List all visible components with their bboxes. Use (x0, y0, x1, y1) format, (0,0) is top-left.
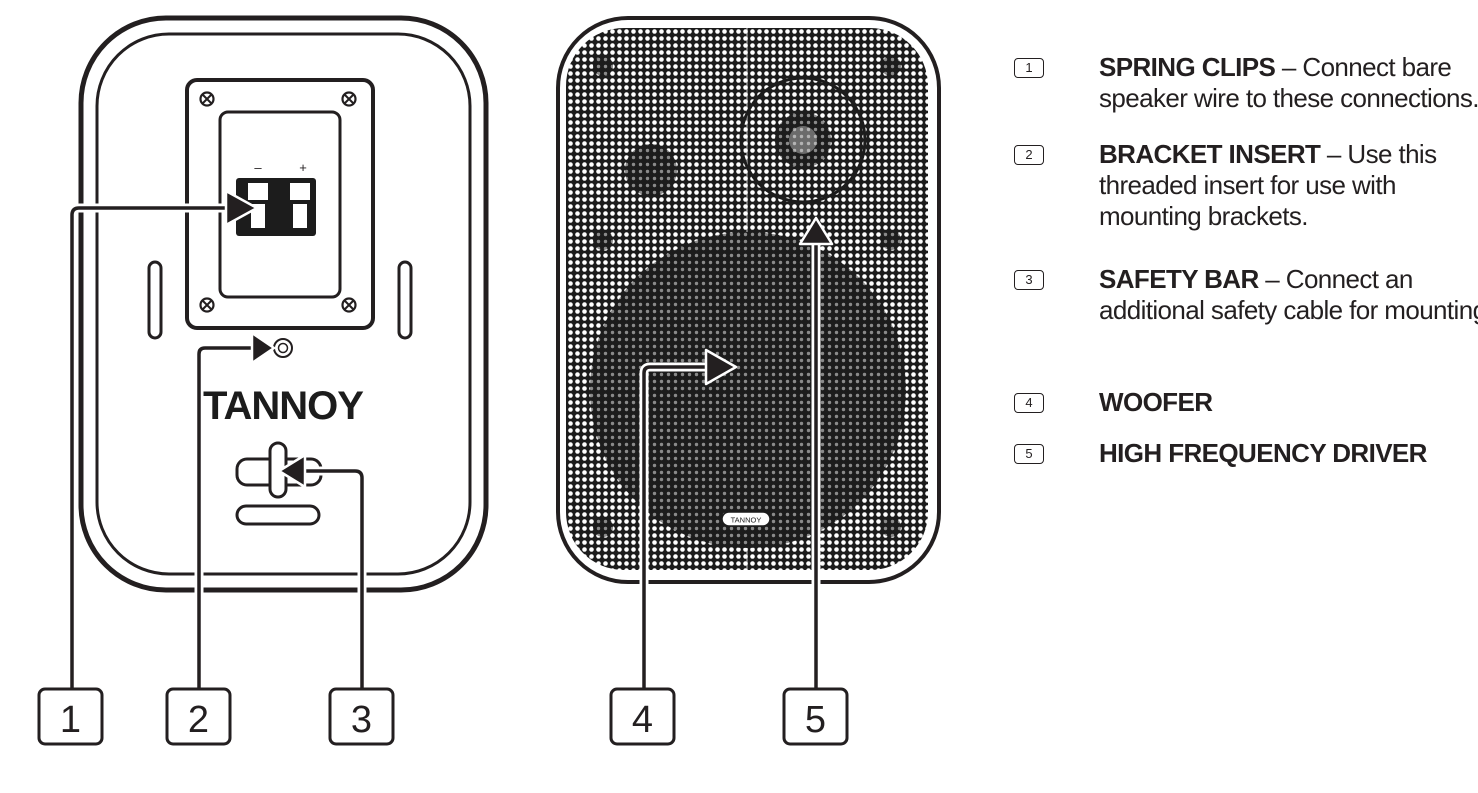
arrow-icon (250, 331, 276, 365)
legend-number: 1 (1014, 58, 1044, 78)
terminal-minus-label: – (254, 160, 262, 175)
arrow-icon (704, 348, 738, 386)
screw-icon (341, 297, 357, 313)
screw-icon (341, 91, 357, 107)
legend-description: – Use this threaded insert for use with … (1099, 139, 1437, 231)
legend-item-safety-bar: 3 SAFETY BAR – Connect an additional saf… (1014, 264, 1478, 326)
screw-icon (199, 297, 215, 313)
callout-number: 5 (805, 699, 826, 741)
tannoy-logo: TANNOY (203, 384, 364, 428)
screw-icon (199, 91, 215, 107)
side-slot (147, 260, 163, 340)
legend-title: HIGH FREQUENCY DRIVER (1099, 438, 1427, 468)
callout-box-3: 3 (328, 687, 395, 746)
back-outer-outline (78, 15, 489, 593)
safety-bar (235, 441, 323, 526)
front-badge (721, 511, 771, 527)
callout-1-leader (67, 189, 259, 689)
speaker-back-panel: – + TANNOY (78, 15, 489, 593)
legend-number: 4 (1014, 393, 1044, 413)
woofer (590, 232, 906, 548)
callout-2-leader (194, 331, 276, 689)
legend-description: – Connect bare speaker wire to these con… (1099, 52, 1478, 113)
legend-item-high-frequency-driver: 5 HIGH FREQUENCY DRIVER (1014, 438, 1478, 469)
arrow-icon (224, 189, 259, 227)
front-badge-text: TANNOY (731, 516, 762, 525)
legend-number: 5 (1014, 444, 1044, 464)
legend-item-spring-clips: 1 SPRING CLIPS – Connect bare speaker wi… (1014, 52, 1478, 114)
callout-number: 1 (60, 699, 81, 741)
legend-title: SPRING CLIPS (1099, 52, 1276, 82)
callout-number: 3 (351, 699, 372, 741)
bracket-insert (273, 338, 293, 358)
legend-item-woofer: 4 WOOFER (1014, 387, 1478, 418)
callout-box-2: 2 (165, 687, 232, 746)
callout-box-1: 1 (37, 687, 104, 746)
callout-3-leader (277, 453, 367, 689)
callout-box-5: 5 (782, 687, 849, 746)
legend-title: BRACKET INSERT (1099, 139, 1321, 169)
spring-clips: – + (236, 160, 316, 236)
arrow-icon (798, 216, 834, 246)
callout-number: 2 (188, 699, 209, 741)
legend-title: SAFETY BAR (1099, 264, 1259, 294)
callout-5-leader (798, 216, 834, 689)
speaker-front-panel: TANNOY (556, 16, 941, 584)
callout-box-4: 4 (609, 687, 676, 746)
legend-title: WOOFER (1099, 387, 1213, 417)
legend-number: 2 (1014, 145, 1044, 165)
legend-number: 3 (1014, 270, 1044, 290)
port (625, 144, 677, 196)
callout-number: 4 (632, 699, 653, 741)
high-frequency-driver (739, 76, 867, 204)
back-inner-outline (95, 32, 472, 576)
terminal-plus-label: + (299, 160, 307, 175)
callout-4-leader (639, 348, 738, 689)
arrow-icon (277, 453, 307, 489)
side-slot (397, 260, 413, 340)
legend-item-bracket-insert: 2 BRACKET INSERT – Use this threaded ins… (1014, 139, 1478, 232)
legend-description: – Connect an additional safety cable for… (1099, 264, 1478, 325)
